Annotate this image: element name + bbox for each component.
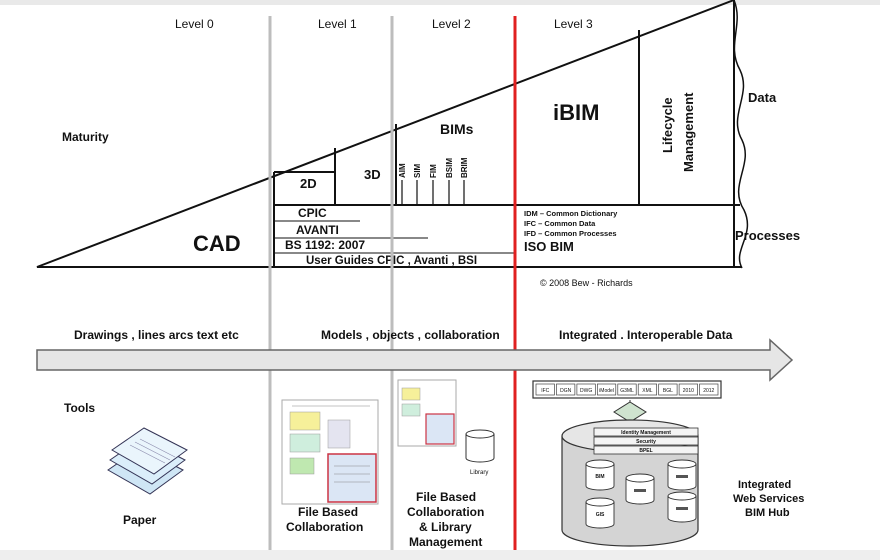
paper-label: Paper [123, 513, 157, 527]
label-lifecycle: Lifecycle [660, 97, 675, 153]
tools-label: Tools [64, 401, 95, 415]
process-ifd: IFD – Common Processes [524, 229, 617, 238]
hub-layer-bar [593, 427, 699, 437]
bim-type-bsim: BSIM [445, 158, 454, 178]
format-label: IFC [541, 388, 549, 394]
format-cell [535, 383, 555, 396]
label-processes: Processes [735, 228, 800, 243]
bim-type-aim: AIM [398, 163, 407, 178]
library-database-icon [465, 429, 495, 463]
standard-cpic: CPIC [298, 206, 327, 220]
label-3d: 3D [364, 167, 381, 182]
library-label: Library [470, 470, 488, 476]
label-ibim: iBIM [553, 100, 599, 125]
label-2d: 2D [300, 176, 317, 191]
level-3-label: Level 3 [554, 17, 593, 31]
paper-stack-icon [107, 427, 188, 495]
standard-bs1192: BS 1192: 2007 [285, 238, 365, 252]
standard-avanti: AVANTI [296, 223, 339, 237]
level-0-label: Level 0 [175, 17, 214, 31]
label-management: Management [681, 92, 696, 172]
arrow-label-models: Models , objects , collaboration [321, 328, 500, 342]
format-label: BGL [663, 388, 673, 394]
triangle-torn-edge [733, 0, 749, 269]
hub-layer-label: BPEL [639, 448, 652, 454]
hub-db-label: GIS [596, 512, 605, 518]
bim-type-fim: FIM [429, 164, 438, 178]
format-bar: IFC DGN DWG iModel G3ML XML BGL 2010 2012 [532, 380, 722, 399]
file-based-label-1: File Based [298, 505, 358, 519]
process-idm: IDM – Common Dictionary [524, 209, 618, 218]
file-collaboration-diagram [281, 399, 379, 505]
format-cell [556, 383, 576, 396]
arrow-label-integrated: Integrated . Interoperable Data [559, 328, 733, 342]
hub-layer-bar [593, 436, 699, 446]
hub-db-icon: BIM [585, 459, 615, 491]
arrow-label-drawings: Drawings , lines arcs text etc [74, 328, 239, 342]
hub-databases: BIM GIS [585, 459, 697, 529]
label-cad: CAD [193, 231, 241, 256]
bim-type-brim: BRIM [460, 157, 469, 178]
format-cell [658, 383, 678, 396]
maturity-label: Maturity [62, 130, 109, 144]
hub-label-bim-hub: BIM Hub [745, 507, 790, 519]
bim-type-sim: SIM [413, 163, 422, 178]
format-label: DWG [580, 388, 592, 394]
copyright-text: © 2008 Bew - Richards [540, 278, 633, 288]
hub-layer-label: Security [636, 439, 656, 445]
hub-db-icon: GIS [585, 497, 615, 529]
hub-label-integrated: Integrated [738, 479, 791, 491]
label-iso-bim: ISO BIM [524, 239, 574, 254]
format-cell [678, 383, 698, 396]
hub-label-web-services: Web Services [733, 493, 804, 505]
file-based-label-2: File Based [416, 490, 476, 504]
level-2-label: Level 2 [432, 17, 471, 31]
collaboration-label-1: Collaboration [286, 520, 363, 534]
hub-db-icon [667, 491, 697, 523]
management-label: Management [409, 535, 482, 549]
format-label: iModel [599, 388, 614, 394]
maturity-triangle [36, 0, 735, 268]
level-1-label: Level 1 [318, 17, 357, 31]
format-label: 2012 [703, 388, 714, 394]
collaboration-label-2: Collaboration [407, 505, 484, 519]
format-cell [576, 383, 596, 396]
library-amp-label: & Library [419, 520, 472, 534]
format-cell [637, 383, 658, 396]
format-label: G3ML [620, 388, 634, 394]
format-cell [596, 383, 617, 396]
label-bims: BIMs [440, 121, 474, 137]
format-cell [617, 383, 637, 396]
format-cell [699, 383, 719, 396]
format-label: 2010 [683, 388, 694, 394]
format-label: XML [642, 388, 653, 394]
hub-db-label: BIM [595, 474, 604, 480]
hub-db-icon [625, 473, 655, 505]
hub-db-icon [667, 459, 697, 491]
hub-layer-label: Identity Management [621, 430, 671, 436]
format-label: DGN [560, 388, 572, 394]
bottom-border [0, 550, 880, 560]
top-border [0, 0, 880, 5]
progression-arrow [36, 338, 794, 382]
hub-layer-bar [593, 445, 699, 455]
label-data: Data [748, 90, 777, 105]
process-ifc: IFC – Common Data [524, 219, 596, 228]
file-library-diagram [397, 379, 457, 447]
